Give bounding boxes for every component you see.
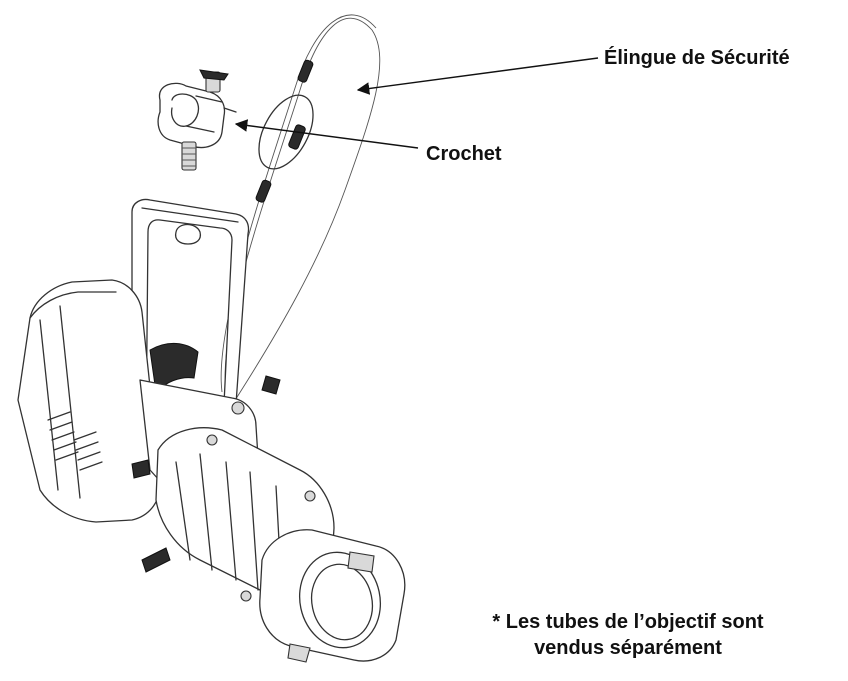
cable-loop (258, 94, 314, 170)
cable-ferrule (288, 124, 306, 150)
lens-note-line1: * Les tubes de l’objectif sont (492, 611, 763, 633)
safety-cable-label: Élingue de Sécurité (604, 46, 790, 69)
lens-note-line2: vendus séparément (534, 637, 722, 659)
clamp-label: Crochet (426, 143, 502, 165)
safety-cable (220, 14, 381, 406)
cable-ferrule (255, 179, 272, 203)
safety-cable-leader (356, 57, 599, 95)
clamp-illustration (157, 69, 237, 171)
cable-ferrule (297, 59, 314, 83)
clamp-leader (234, 119, 419, 149)
adjustment-knobs (131, 375, 316, 602)
vent-grille (47, 411, 103, 471)
lens-barrel (139, 379, 406, 663)
